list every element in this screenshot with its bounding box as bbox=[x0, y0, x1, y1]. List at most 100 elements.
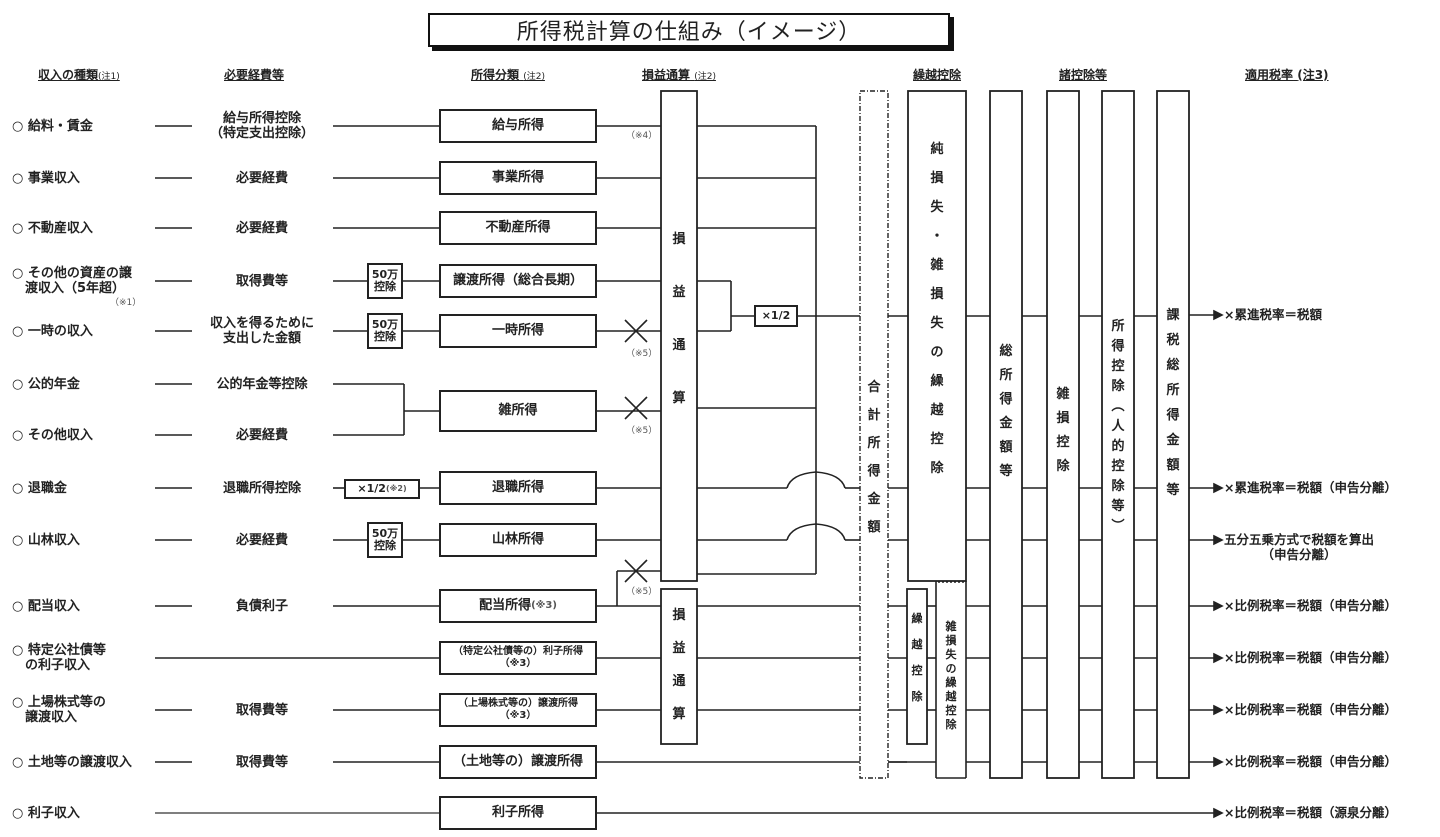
text-line: の利子収入 bbox=[12, 658, 91, 673]
vertical-char: 越 bbox=[945, 690, 957, 703]
income-class-box: 雑所得 bbox=[439, 390, 597, 432]
tax-result-label: ×比例税率＝税額（申告分離） bbox=[1224, 650, 1397, 665]
text-line: （特定支出控除） bbox=[209, 126, 315, 141]
adjust-label: ×1/2 bbox=[357, 482, 386, 495]
vertical-char: 得 bbox=[1111, 339, 1125, 354]
header-income-type-note: (注1) bbox=[98, 72, 120, 82]
vertical-char: 的 bbox=[1111, 439, 1125, 454]
vertical-char: 純 bbox=[930, 142, 944, 157]
income-class-box: 給与所得 bbox=[439, 109, 597, 143]
text-line: （※3） bbox=[499, 710, 537, 721]
text-line: 50万 bbox=[371, 527, 399, 540]
text-line: （申告分離） bbox=[1261, 547, 1337, 562]
income-class-box: （土地等の）譲渡所得 bbox=[439, 745, 597, 779]
income-class-label: 譲渡所得（総合長期） bbox=[452, 273, 583, 288]
header-tax-rate-label: 適用税率 bbox=[1245, 68, 1294, 82]
expense-label: 取得費等 bbox=[235, 273, 289, 289]
vertical-char: 額 bbox=[867, 520, 881, 535]
arrow-head bbox=[1213, 534, 1224, 546]
income-type-label: ○ 事業収入 bbox=[12, 170, 80, 186]
casualty-deduction-label: 雑損控除 bbox=[1047, 383, 1079, 474]
vertical-char: 控 bbox=[1111, 459, 1125, 474]
vertical-char: 繰 bbox=[945, 676, 957, 689]
arrow-head bbox=[1213, 756, 1224, 768]
text-line: 控除 bbox=[374, 330, 396, 343]
income-type-label: ○ 土地等の譲渡収入 bbox=[12, 754, 132, 770]
income-class-box: 一時所得 bbox=[439, 314, 597, 348]
vertical-char: 人 bbox=[1111, 419, 1125, 434]
vertical-char: 損 bbox=[672, 232, 686, 247]
page-title: 所得税計算の仕組み（イメージ） bbox=[428, 13, 950, 47]
income-class-note: (※3) bbox=[531, 600, 557, 611]
cross-mark bbox=[624, 396, 648, 420]
header-loss-offset-note: (注2) bbox=[694, 72, 716, 82]
half-multiplier-box: ×1/2 bbox=[754, 305, 798, 327]
text-line: 渡収入（5年超） bbox=[12, 281, 126, 296]
arrow-head bbox=[1213, 807, 1224, 819]
header-loss-offset-label: 損益通算 bbox=[642, 68, 691, 82]
income-class-box: 山林所得 bbox=[439, 523, 597, 557]
vertical-char: 算 bbox=[672, 391, 686, 406]
arrow-head bbox=[1213, 600, 1224, 612]
vertical-char: ︵ bbox=[1111, 399, 1125, 414]
vertical-char: ︶ bbox=[1111, 519, 1125, 534]
income-class-box: 利子所得 bbox=[439, 796, 597, 830]
income-deduction-label: 所得控除︵人的控除等︶ bbox=[1102, 315, 1134, 534]
vertical-char: 得 bbox=[999, 392, 1013, 407]
text-line: 控除 bbox=[374, 280, 396, 293]
text-line: ○ 特定公社債等 bbox=[12, 643, 106, 658]
arrow-head bbox=[1213, 482, 1224, 494]
vertical-char: 等 bbox=[999, 464, 1013, 479]
text-line: 譲渡収入 bbox=[12, 710, 78, 725]
text-line: 50万 bbox=[371, 268, 399, 281]
vertical-char: 得 bbox=[1166, 408, 1180, 423]
deduction-500k-box: 50万控除 bbox=[367, 263, 403, 299]
vertical-char: 益 bbox=[672, 285, 686, 300]
text-line: 収入を得るために bbox=[209, 316, 315, 331]
expense-label: 取得費等 bbox=[235, 754, 289, 770]
header-income-class: 所得分類 (注2) bbox=[471, 66, 545, 83]
expense-label: 公的年金等控除 bbox=[216, 376, 308, 392]
vertical-char: 控 bbox=[911, 664, 923, 677]
text-line: （特定公社債等の）利子所得 bbox=[453, 646, 583, 657]
income-class-box: 譲渡所得（総合長期） bbox=[439, 264, 597, 298]
taxable-income-label: 課税総所得金額等 bbox=[1157, 304, 1189, 498]
income-type-label: ○ 一時の収入 bbox=[12, 323, 93, 339]
income-type-label: ○ 上場株式等の 譲渡収入 bbox=[12, 695, 106, 725]
vertical-char: 控 bbox=[930, 432, 944, 447]
income-type-label: ○ その他の資産の譲 渡収入（5年超） bbox=[12, 266, 132, 296]
vertical-char: 繰 bbox=[911, 612, 923, 625]
vertical-char: 除 bbox=[945, 718, 957, 731]
vertical-char: 越 bbox=[930, 403, 944, 418]
expense-label: 負債利子 bbox=[235, 598, 289, 614]
loss-offset-lower-label: 損益通算 bbox=[661, 604, 697, 722]
vertical-char: 損 bbox=[945, 634, 957, 647]
income-deduction-frame bbox=[1101, 90, 1135, 779]
income-type-label: ○ 給料・賃金 bbox=[12, 118, 93, 134]
expense-label: 必要経費 bbox=[235, 532, 289, 548]
income-type-note: （※1） bbox=[110, 298, 142, 308]
income-class-label: 不動産所得 bbox=[485, 220, 551, 235]
expense-label: 取得費等 bbox=[235, 702, 289, 718]
tax-result-label: ×比例税率＝税額（申告分離） bbox=[1224, 702, 1397, 717]
header-income-type-label: 収入の種類 bbox=[38, 68, 99, 82]
text-line: 支出した金額 bbox=[222, 331, 302, 346]
income-type-label: ○ 特定公社債等 の利子収入 bbox=[12, 643, 106, 673]
vertical-char: 合 bbox=[867, 380, 881, 395]
expense-label: 必要経費 bbox=[235, 427, 289, 443]
carryover-small-frame bbox=[906, 588, 928, 745]
vertical-char: 得 bbox=[867, 464, 881, 479]
note-5-dividend: （※5） bbox=[626, 587, 658, 597]
vertical-char: ・ bbox=[930, 229, 944, 244]
income-class-label: 退職所得 bbox=[491, 480, 544, 495]
tax-result-label: ×累進税率＝税額（申告分離） bbox=[1224, 480, 1397, 495]
total-income-label: 合計所得金額 bbox=[860, 376, 888, 535]
adjust-note: (※2) bbox=[385, 484, 407, 493]
vertical-char: 金 bbox=[867, 492, 881, 507]
note-5-misc: （※5） bbox=[626, 426, 658, 436]
header-tax-rate-note: (注3) bbox=[1297, 68, 1329, 82]
income-class-box: （特定公社債等の）利子所得（※3） bbox=[439, 641, 597, 675]
tax-result-label: ×比例税率＝税額（源泉分離） bbox=[1224, 805, 1397, 820]
tax-result-label: ×累進税率＝税額 bbox=[1224, 307, 1322, 322]
